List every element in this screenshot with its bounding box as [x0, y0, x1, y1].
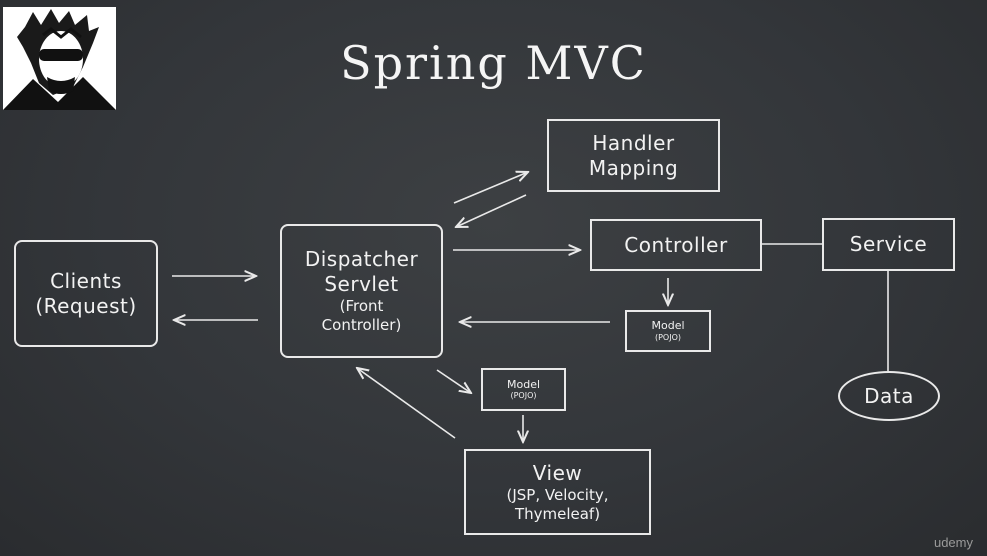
- model-center-label: Model: [506, 377, 541, 391]
- dispatcher-servlet-box: Dispatcher Servlet (Front Controller): [280, 224, 443, 358]
- clients-box: Clients (Request): [14, 240, 158, 347]
- model-box-center: Model (POJO): [481, 368, 566, 411]
- handler-label-1: Handler: [592, 130, 675, 155]
- dispatcher-sublabel-2: Controller): [321, 316, 402, 334]
- service-label: Service: [849, 232, 928, 256]
- controller-box: Controller: [590, 219, 762, 271]
- arrow-view-to-dispatcher: [357, 368, 456, 439]
- view-sublabel-1: (JSP, Velocity,: [506, 485, 609, 504]
- dispatcher-label-1: Dispatcher: [304, 247, 419, 272]
- clients-label: Clients: [50, 268, 122, 293]
- clients-sublabel: (Request): [35, 293, 137, 318]
- cartoon-avatar-icon: [3, 7, 116, 110]
- page-title: Spring MVC: [340, 36, 647, 90]
- data-label: Data: [864, 383, 914, 408]
- model-right-sublabel: (POJO): [654, 332, 682, 342]
- dispatcher-sublabel-1: (Front: [339, 297, 384, 316]
- view-box: View (JSP, Velocity, Thymeleaf): [464, 449, 651, 535]
- arrow-dispatcher-to-model: [436, 369, 471, 393]
- model-right-label: Model: [651, 319, 685, 333]
- view-sublabel-2: Thymeleaf): [514, 504, 601, 523]
- dispatcher-label-2: Servlet: [324, 272, 399, 297]
- handler-mapping-box: Handler Mapping: [547, 119, 720, 192]
- view-label: View: [532, 460, 583, 485]
- handler-label-2: Mapping: [588, 155, 679, 180]
- model-center-sublabel: (POJO): [510, 391, 537, 401]
- service-box: Service: [822, 218, 955, 271]
- arrow-dispatcher-to-handler: [453, 172, 528, 204]
- model-box-right: Model (POJO): [625, 310, 711, 352]
- data-ellipse: Data: [838, 371, 940, 421]
- udemy-watermark: udemy: [933, 535, 973, 550]
- controller-label: Controller: [624, 232, 728, 257]
- arrow-handler-to-dispatcher: [456, 194, 527, 227]
